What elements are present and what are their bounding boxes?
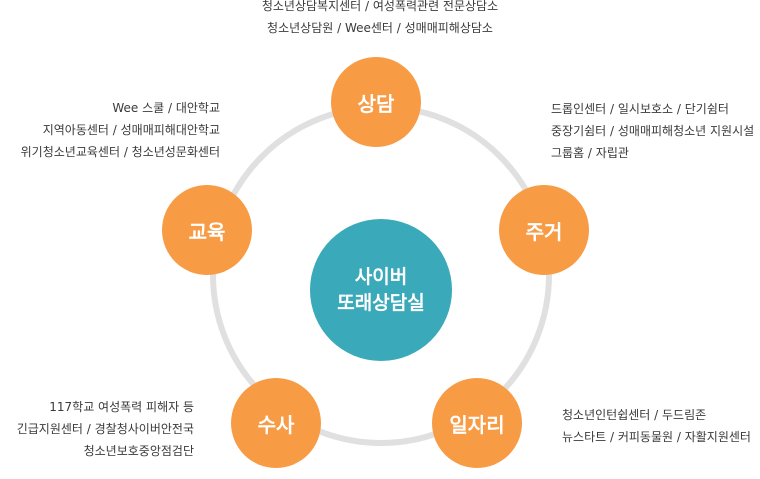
counseling-node: 상담 bbox=[331, 57, 421, 147]
counseling-desc: 청소년상담복지센터 / 여성폭력관련 전문상담소 청소년상담원 / Wee센터 … bbox=[230, 0, 530, 39]
education-label: 교육 bbox=[188, 219, 226, 244]
investigation-desc: 117학교 여성폭력 피해자 등 긴급지원센터 / 경찰청사이버안전국 청소년보… bbox=[17, 396, 194, 462]
center-label-line2: 또래상담실 bbox=[337, 292, 425, 314]
housing-desc-line: 중장기쉼터 / 성매매피해청소년 지원시설 bbox=[551, 124, 755, 138]
investigation-label: 수사 bbox=[257, 412, 295, 437]
counseling-desc-line: 청소년상담원 / Wee센터 / 성매매피해상담소 bbox=[267, 21, 493, 35]
education-desc-line: Wee 스쿨 / 대안학교 bbox=[112, 101, 220, 115]
education-node: 교육 bbox=[162, 185, 252, 275]
housing-desc: 드롭인센터 / 일시보호소 / 단기쉼터 중장기쉼터 / 성매매피해청소년 지원… bbox=[551, 98, 754, 164]
jobs-desc-line: 뉴스타트 / 커피동물원 / 자활지원센터 bbox=[562, 430, 751, 444]
jobs-desc: 청소년인턴쉽센터 / 두드림존 뉴스타트 / 커피동물원 / 자활지원센터 bbox=[562, 404, 751, 448]
investigation-desc-line: 117학교 여성폭력 피해자 등 bbox=[49, 400, 194, 414]
center-label-line1: 사이버 bbox=[354, 266, 408, 288]
jobs-label: 일자리 bbox=[449, 412, 505, 437]
housing-desc-line: 드롭인센터 / 일시보호소 / 단기쉼터 bbox=[551, 102, 729, 116]
housing-desc-line: 그룹홈 / 자립관 bbox=[551, 146, 629, 160]
investigation-node: 수사 bbox=[231, 378, 321, 468]
housing-node: 주거 bbox=[499, 185, 589, 275]
counseling-desc-line: 청소년상담복지센터 / 여성폭력관련 전문상담소 bbox=[261, 0, 499, 13]
housing-label: 주거 bbox=[525, 219, 563, 244]
counseling-label: 상담 bbox=[357, 91, 395, 116]
education-desc: Wee 스쿨 / 대안학교 지역아동센터 / 성매매피해대안학교 위기청소년교육… bbox=[21, 97, 220, 163]
investigation-desc-line: 청소년보호중앙점검단 bbox=[83, 444, 194, 458]
center-node: 사이버 또래상담실 bbox=[310, 219, 452, 361]
education-desc-line: 위기청소년교육센터 / 청소년성문화센터 bbox=[20, 145, 220, 159]
investigation-desc-line: 긴급지원센터 / 경찰청사이버안전국 bbox=[16, 422, 194, 436]
jobs-node: 일자리 bbox=[432, 378, 522, 468]
jobs-desc-line: 청소년인턴쉽센터 / 두드림존 bbox=[562, 408, 707, 422]
education-desc-line: 지역아동센터 / 성매매피해대안학교 bbox=[42, 123, 220, 137]
